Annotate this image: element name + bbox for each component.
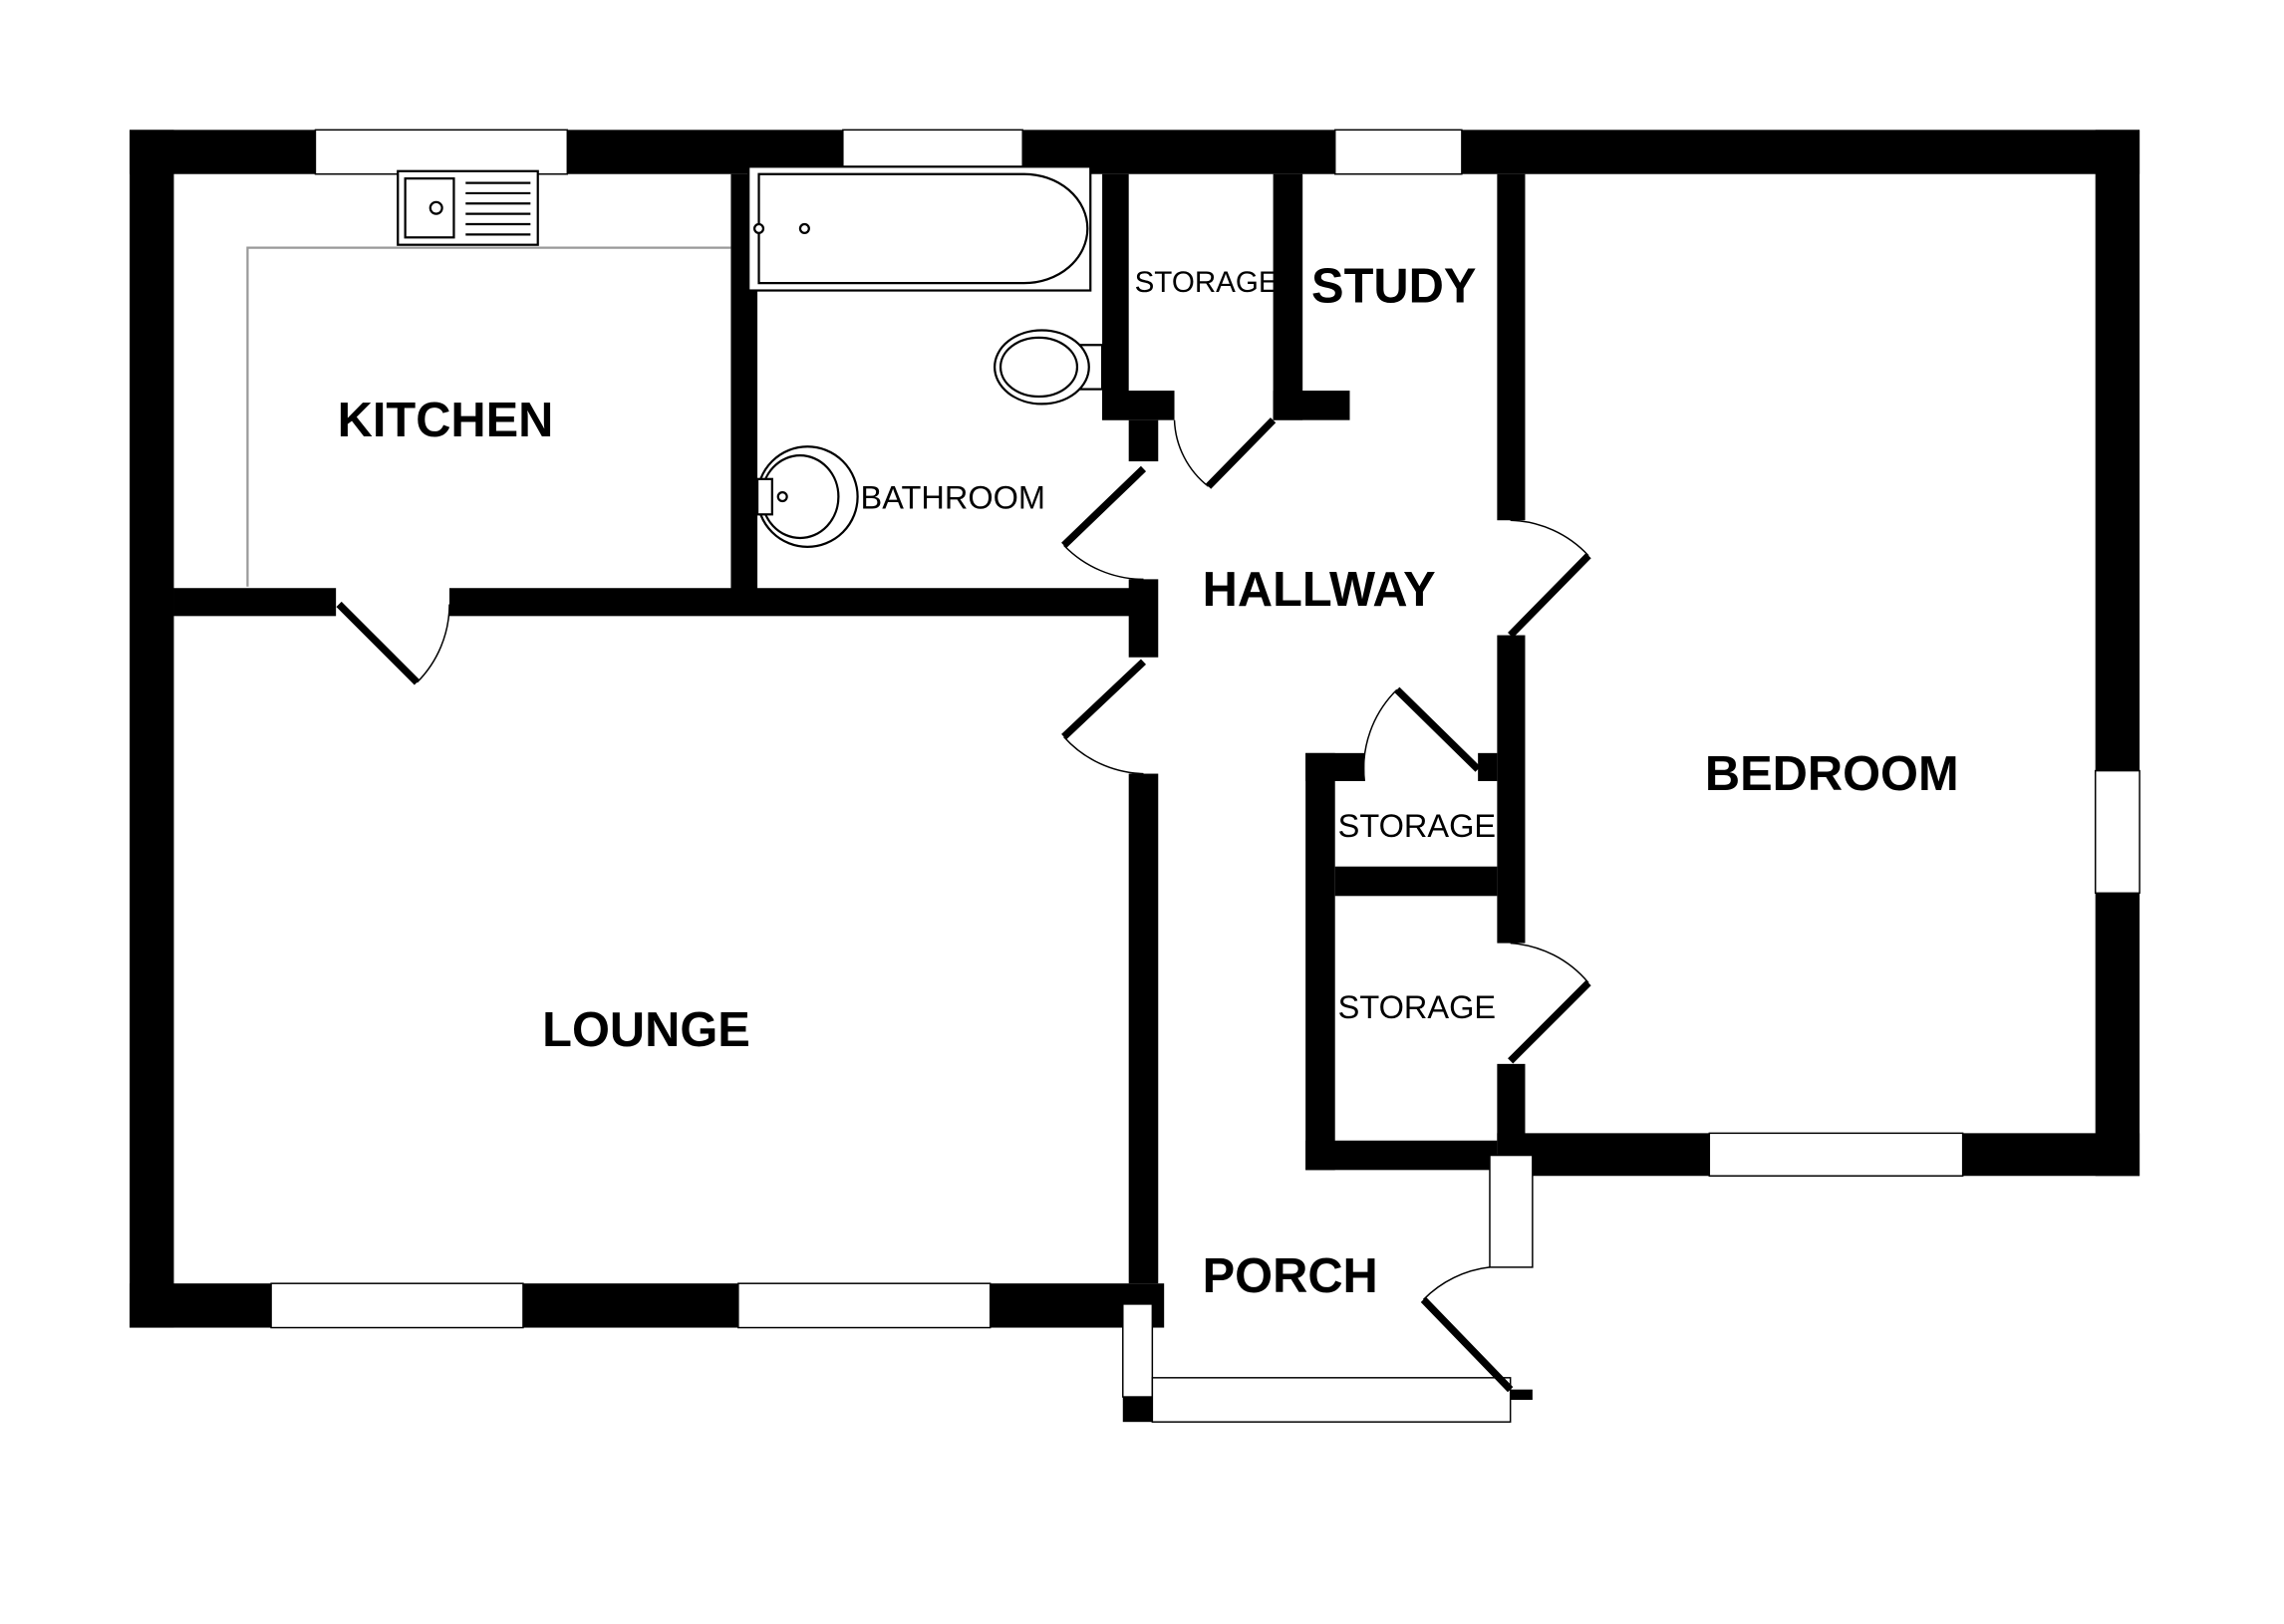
basin-icon	[755, 445, 859, 548]
windows	[270, 129, 2141, 1423]
sink-icon	[397, 169, 539, 246]
label-kitchen: KITCHEN	[338, 394, 554, 447]
label-porch: PORCH	[1203, 1249, 1378, 1303]
bath-icon	[747, 165, 1092, 292]
label-study: STUDY	[1311, 259, 1476, 313]
fixtures	[246, 165, 1104, 587]
label-storage-mid: STORAGE	[1338, 808, 1496, 844]
room-labels: KITCHEN BATHROOM STORAGE STUDY HALLWAY B…	[338, 259, 1959, 1303]
doors	[336, 417, 1591, 1393]
label-storage-low: STORAGE	[1338, 989, 1496, 1025]
label-storage-top: STORAGE	[1135, 266, 1279, 299]
kitchen-worktop	[246, 246, 731, 587]
label-bathroom: BATHROOM	[861, 479, 1045, 515]
label-bedroom: BEDROOM	[1705, 747, 1959, 801]
toilet-icon	[994, 329, 1104, 406]
label-lounge: LOUNGE	[542, 1003, 750, 1057]
label-hallway: HALLWAY	[1203, 563, 1436, 617]
